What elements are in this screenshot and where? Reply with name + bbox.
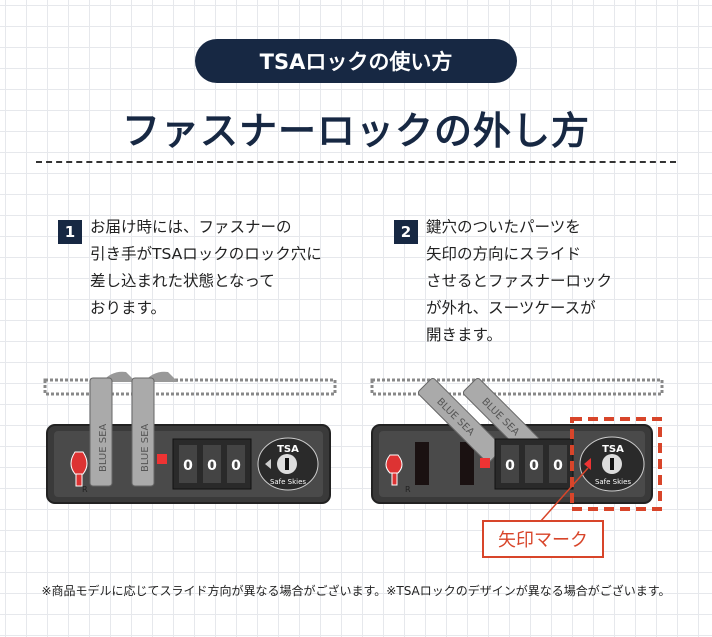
callout-line bbox=[540, 467, 589, 520]
dial-digit[interactable]: 0 bbox=[505, 458, 515, 474]
step-number: 1 bbox=[58, 220, 82, 244]
arrow-icon bbox=[265, 459, 271, 469]
step-text: させるとファスナーロック bbox=[426, 272, 613, 290]
safe-skies-label: Safe Skies bbox=[595, 478, 631, 486]
page-title: ファスナーロックの外し方 bbox=[121, 109, 590, 153]
step-text: 矢印の方向にスライド bbox=[426, 245, 582, 263]
step-text: 差し込まれた状態となって bbox=[90, 272, 275, 290]
registered-mark: R bbox=[82, 485, 88, 494]
dial-digit[interactable]: 0 bbox=[529, 458, 539, 474]
indicator-light bbox=[157, 454, 167, 464]
indicator-light bbox=[480, 458, 490, 468]
step-text: が外れ、スーツケースが bbox=[426, 299, 596, 317]
registered-mark: R bbox=[405, 485, 411, 494]
zipper-teeth bbox=[370, 378, 664, 396]
svg-text:BLUE SEA: BLUE SEA bbox=[98, 424, 109, 472]
lock-slot bbox=[460, 442, 474, 485]
lock-slot bbox=[415, 442, 429, 485]
step-1: 1 お届け時には、ファスナーの 引き手がTSAロックのロック穴に 差し込まれた状… bbox=[58, 214, 322, 322]
safe-skies-label: Safe Skies bbox=[270, 478, 306, 486]
step-text: おります。 bbox=[90, 299, 166, 317]
tsa-label: TSA bbox=[277, 444, 299, 455]
zipper-pull: BLUE SEA bbox=[89, 371, 136, 487]
arrow-mark-callout: 矢印マーク bbox=[482, 520, 604, 558]
highlight-box bbox=[570, 417, 662, 511]
step-text: 開きます。 bbox=[426, 326, 502, 344]
step-number: 2 bbox=[394, 220, 418, 244]
step-text: お届け時には、ファスナーの bbox=[90, 218, 292, 236]
zipper-pull: BLUE SEA bbox=[131, 371, 178, 487]
arrow-icon bbox=[584, 458, 591, 470]
divider bbox=[36, 161, 676, 163]
lock-illustration-locked: R BLUE SEA BLUE SEA 0 0 0 TSA Safe Skies bbox=[43, 371, 337, 504]
dial-digit[interactable]: 0 bbox=[183, 458, 193, 474]
section-badge: TSAロックの使い方 bbox=[195, 39, 517, 83]
step-2: 2 鍵穴のついたパーツを 矢印の方向にスライド させるとファスナーロック が外れ… bbox=[394, 214, 612, 349]
svg-text:BLUE SEA: BLUE SEA bbox=[140, 424, 151, 472]
dial-digit[interactable]: 0 bbox=[553, 458, 563, 474]
torch-icon bbox=[385, 454, 403, 486]
zipper-teeth bbox=[43, 378, 337, 396]
tsa-label: TSA bbox=[602, 444, 624, 455]
dial-digit[interactable]: 0 bbox=[207, 458, 217, 474]
dial-digit[interactable]: 0 bbox=[231, 458, 241, 474]
footnote: ※商品モデルに応じてスライド方向が異なる場合がございます。※TSAロックのデザイ… bbox=[41, 584, 671, 598]
step-text: 引き手がTSAロックのロック穴に bbox=[90, 245, 322, 263]
torch-icon bbox=[70, 451, 88, 487]
lock-illustration-unlocked: R BLUE SEA BLUE SEA 0 0 0 TSA Safe Skies bbox=[370, 377, 664, 520]
step-text: 鍵穴のついたパーツを bbox=[426, 218, 581, 236]
